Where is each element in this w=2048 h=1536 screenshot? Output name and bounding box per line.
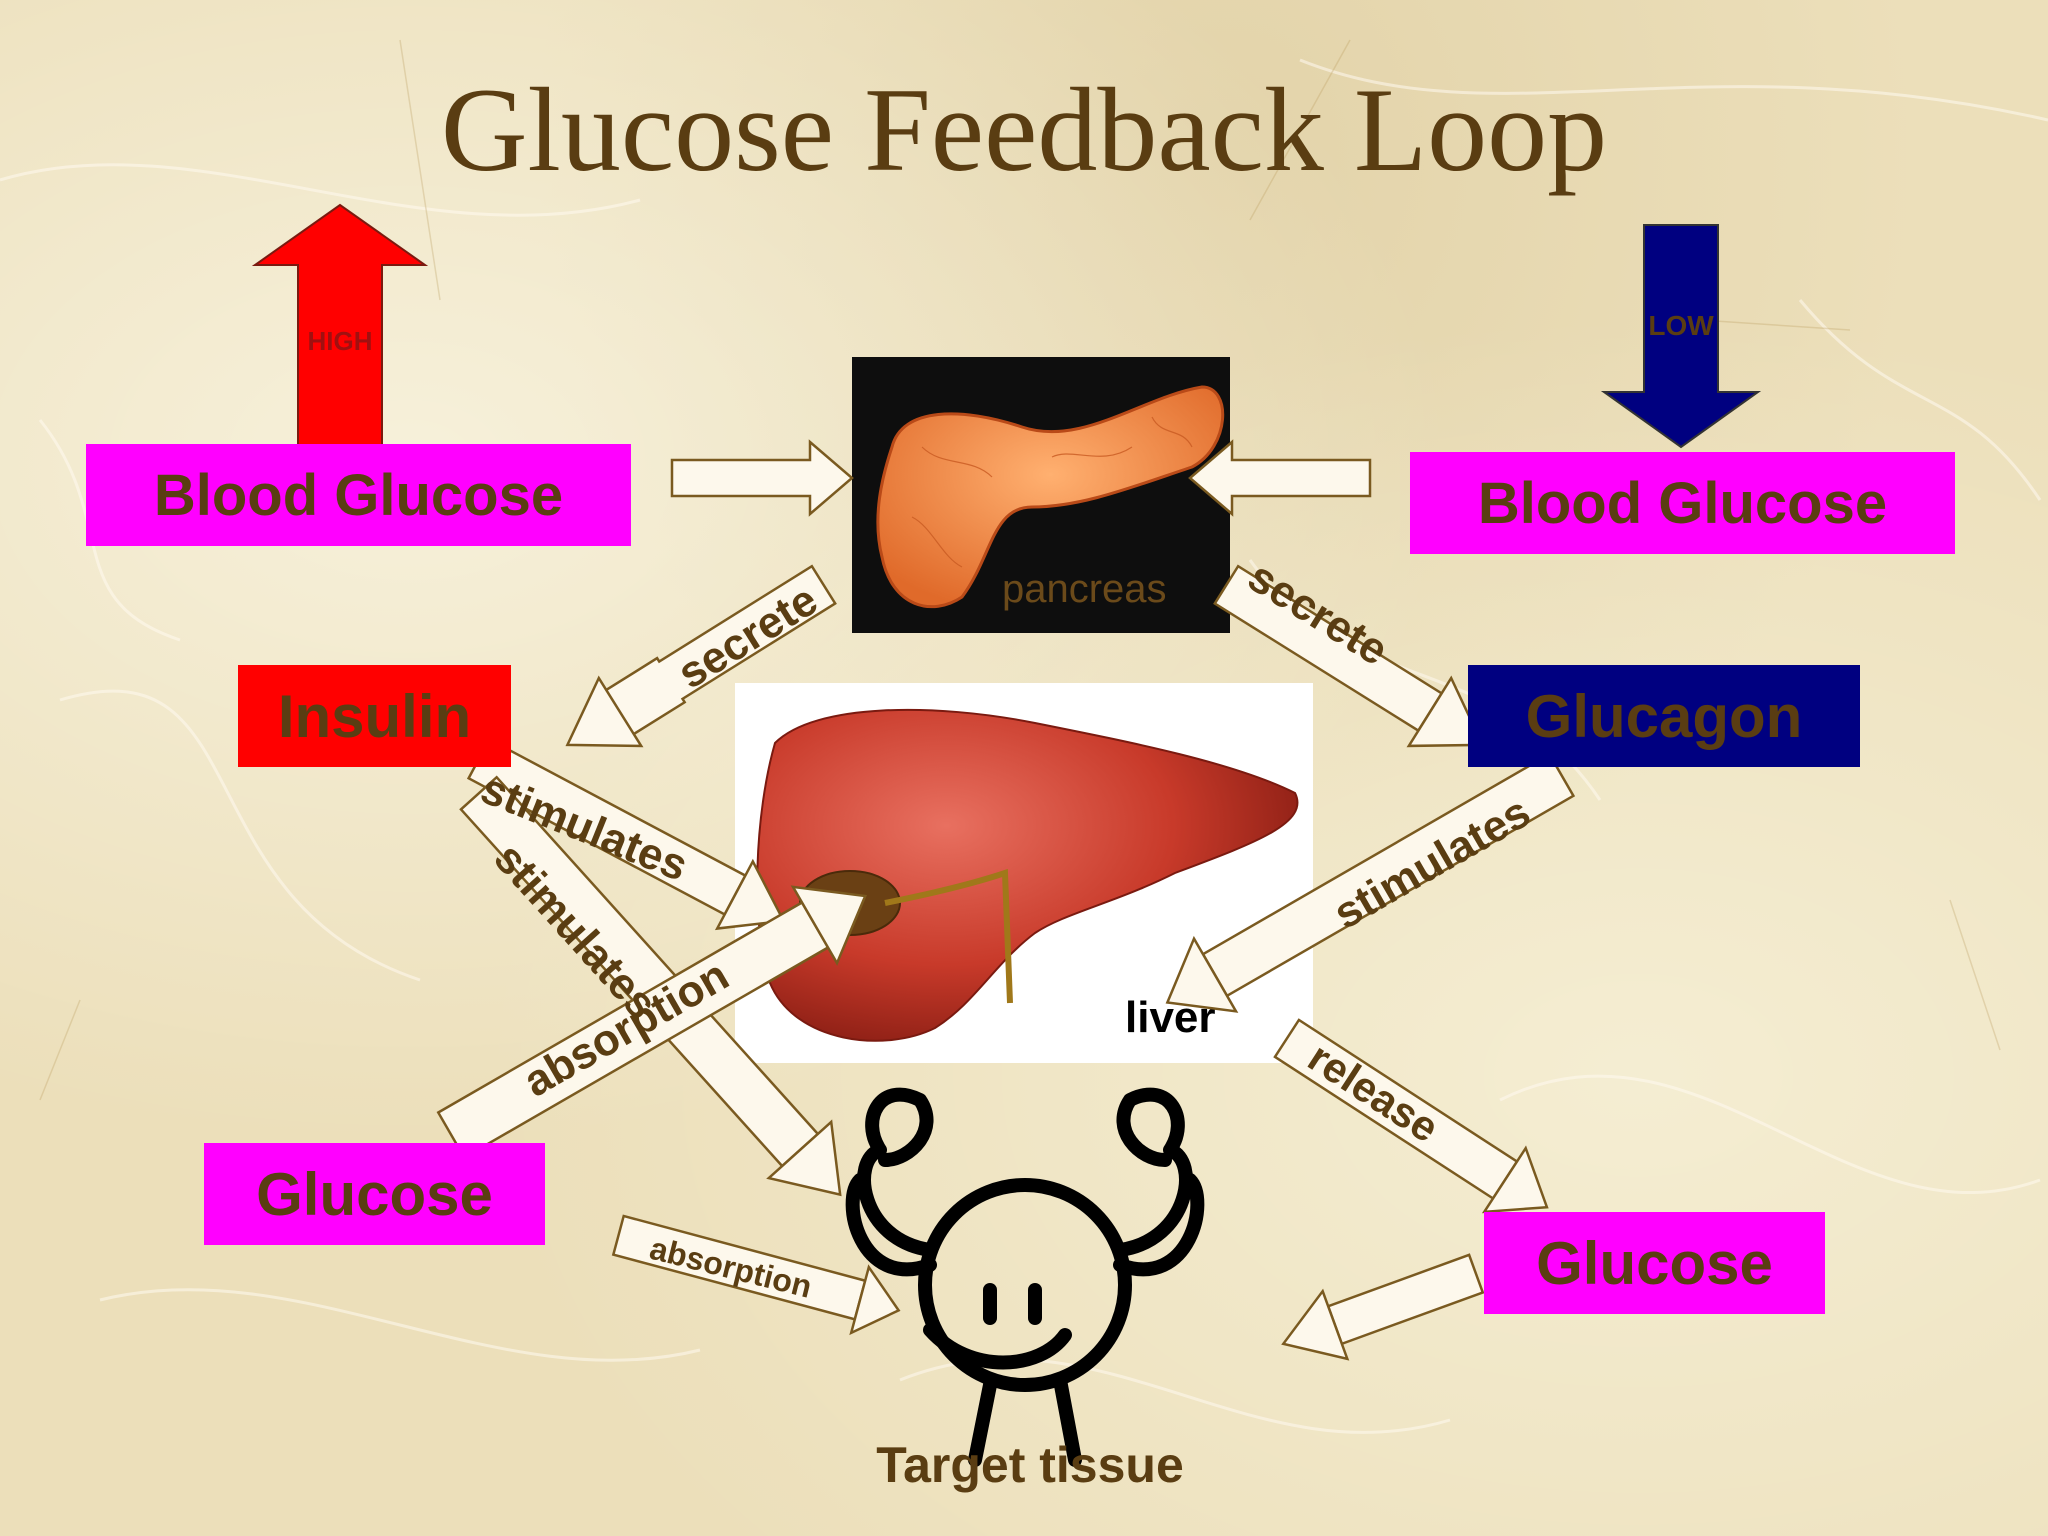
pancreas-label: pancreas xyxy=(1002,567,1167,611)
blood-glucose-low-box: Blood Glucose xyxy=(1410,452,1955,554)
insulin-box: Insulin xyxy=(238,665,511,767)
target-tissue-figure xyxy=(845,1087,1205,1467)
glucagon-box: Glucagon xyxy=(1468,665,1860,767)
high-label: HIGH xyxy=(308,326,373,356)
high-arrow: HIGH xyxy=(251,203,429,446)
glucose-right-box: Glucose xyxy=(1484,1212,1825,1314)
pancreas-image xyxy=(876,385,1225,609)
glucose-left-box: Glucose xyxy=(204,1143,545,1245)
low-label: LOW xyxy=(1648,310,1714,341)
low-arrow: LOW xyxy=(1600,224,1762,449)
arrow-blood-to-pancreas-right xyxy=(1188,439,1372,517)
page-title: Glucose Feedback Loop xyxy=(440,63,1608,196)
stimulates-glucagon-liver-label: stimulates xyxy=(1326,787,1539,938)
blood-glucose-high-box: Blood Glucose xyxy=(86,444,631,546)
absorption-tissue-label: absorption xyxy=(646,1230,815,1305)
target-tissue-label: Target tissue xyxy=(876,1437,1184,1493)
release-label: release xyxy=(1300,1033,1447,1151)
secrete-left-label: secrete xyxy=(669,575,826,698)
pancreas-panel: pancreas xyxy=(852,357,1230,633)
arrow-blood-to-pancreas-left xyxy=(670,439,854,517)
arrow-glucose-to-tissue-right xyxy=(1326,1253,1485,1346)
